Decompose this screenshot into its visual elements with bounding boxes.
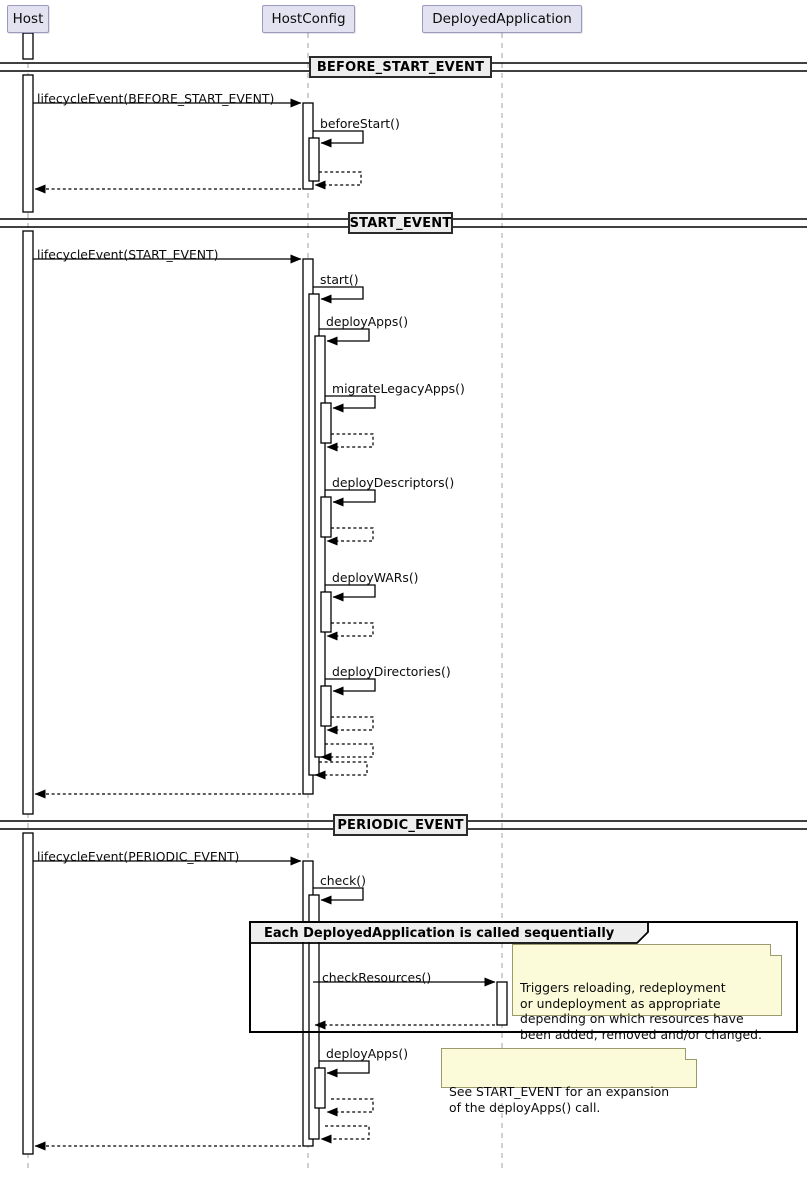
return-arrows <box>34 171 495 1151</box>
participant-host[interactable]: Host <box>7 5 49 33</box>
group-frame-tab-slant-fill <box>637 923 647 942</box>
selfcall-deploydescriptors <box>325 489 376 507</box>
message-label-beforestart: beforeStart() <box>320 116 400 131</box>
participant-deployedapplication[interactable]: DeployedApplication <box>422 5 582 33</box>
self-call-hooks <box>313 130 376 1078</box>
message-label-lifecycleevent-before-start: lifecycleEvent(BEFORE_START_EVENT) <box>37 91 275 106</box>
participant-hostconfig[interactable]: HostConfig <box>262 5 355 33</box>
activation-host-periodic <box>22 832 34 1155</box>
activation-hostconfig-deploywars <box>320 591 332 633</box>
group-title-each-deployedapplication: Each DeployedApplication is called seque… <box>264 926 615 941</box>
divider-rails <box>0 62 807 830</box>
return-check <box>320 1125 370 1144</box>
note-fold-corner-icon <box>770 944 782 956</box>
participant-deployedapplication-label: DeployedApplication <box>432 11 572 27</box>
divider-start-event-label: START_EVENT <box>349 215 452 231</box>
selfcall-beforestart <box>313 130 364 148</box>
selfcall-deploywars <box>325 584 376 602</box>
message-label-deployapps-periodic: deployApps() <box>326 1046 409 1061</box>
note-check-resources-text: Triggers reloading, redeployment or unde… <box>520 980 762 1042</box>
message-label-migratelegacyapps: migrateLegacyApps() <box>332 381 465 396</box>
activation-hostconfig-deploydirectories <box>320 685 332 727</box>
return-deployapps-periodic <box>326 1098 374 1117</box>
selfcall-deployapps-periodic <box>319 1060 370 1078</box>
participant-hostconfig-label: HostConfig <box>271 11 346 27</box>
note-check-resources: Triggers reloading, redeployment or unde… <box>512 944 782 1042</box>
participant-host-label: Host <box>12 11 44 27</box>
return-migratelegacyapps <box>326 433 374 452</box>
return-start <box>314 761 368 780</box>
message-label-lifecycleevent-periodic: lifecycleEvent(PERIODIC_EVENT) <box>37 849 240 864</box>
activation-bars <box>22 32 508 1155</box>
return-deployapps-start <box>320 743 374 762</box>
selfcall-deployapps-start <box>319 328 370 346</box>
message-label-start: start() <box>320 272 359 287</box>
note-fold-corner-icon <box>685 1048 697 1060</box>
divider-periodic-event: PERIODIC_EVENT <box>333 814 468 836</box>
message-label-lifecycleevent-start: lifecycleEvent(START_EVENT) <box>37 247 219 262</box>
selfcall-deploydirectories <box>325 678 376 696</box>
activation-host-stub <box>22 32 34 60</box>
activation-host-before-start <box>22 74 34 213</box>
selfcall-check <box>313 887 364 905</box>
activation-hostconfig-deployapps <box>314 335 326 758</box>
return-deploydescriptors <box>326 527 374 546</box>
group-frame-tab-fill <box>251 923 637 942</box>
divider-before-start-event: BEFORE_START_EVENT <box>309 56 492 78</box>
activation-host-start <box>22 230 34 815</box>
note-deploy-apps: See START_EVENT for an expansion of the … <box>441 1048 697 1115</box>
message-label-deploydescriptors: deployDescriptors() <box>332 475 455 490</box>
activation-deployedapplication-checkresources <box>496 981 508 1026</box>
message-label-deployapps-start: deployApps() <box>326 314 409 329</box>
call-arrows <box>33 98 496 987</box>
activation-hostconfig-migratelegacy <box>320 402 332 444</box>
return-deploydirectories <box>326 716 374 735</box>
activation-hostconfig-deploydescriptors <box>320 496 332 538</box>
message-label-deploywars: deployWARs() <box>332 570 419 585</box>
message-label-check: check() <box>320 873 366 888</box>
note-deploy-apps-text: See START_EVENT for an expansion of the … <box>449 1084 670 1115</box>
selfcall-migratelegacyapps <box>325 395 376 413</box>
divider-start-event: START_EVENT <box>348 212 453 234</box>
divider-before-start-event-label: BEFORE_START_EVENT <box>316 59 485 75</box>
return-deploywars <box>326 622 374 641</box>
message-label-checkresources: checkResources() <box>322 970 432 985</box>
selfcall-start <box>313 286 364 304</box>
message-label-deploydirectories: deployDirectories() <box>332 664 451 679</box>
lifelines <box>27 33 503 1172</box>
return-beforestart <box>314 171 362 190</box>
activation-hostconfig-periodic-deployapps <box>314 1067 326 1109</box>
divider-periodic-event-label: PERIODIC_EVENT <box>337 817 464 833</box>
activation-hostconfig-check <box>308 894 320 1140</box>
activation-hostconfig-beforestart-self <box>308 137 320 182</box>
